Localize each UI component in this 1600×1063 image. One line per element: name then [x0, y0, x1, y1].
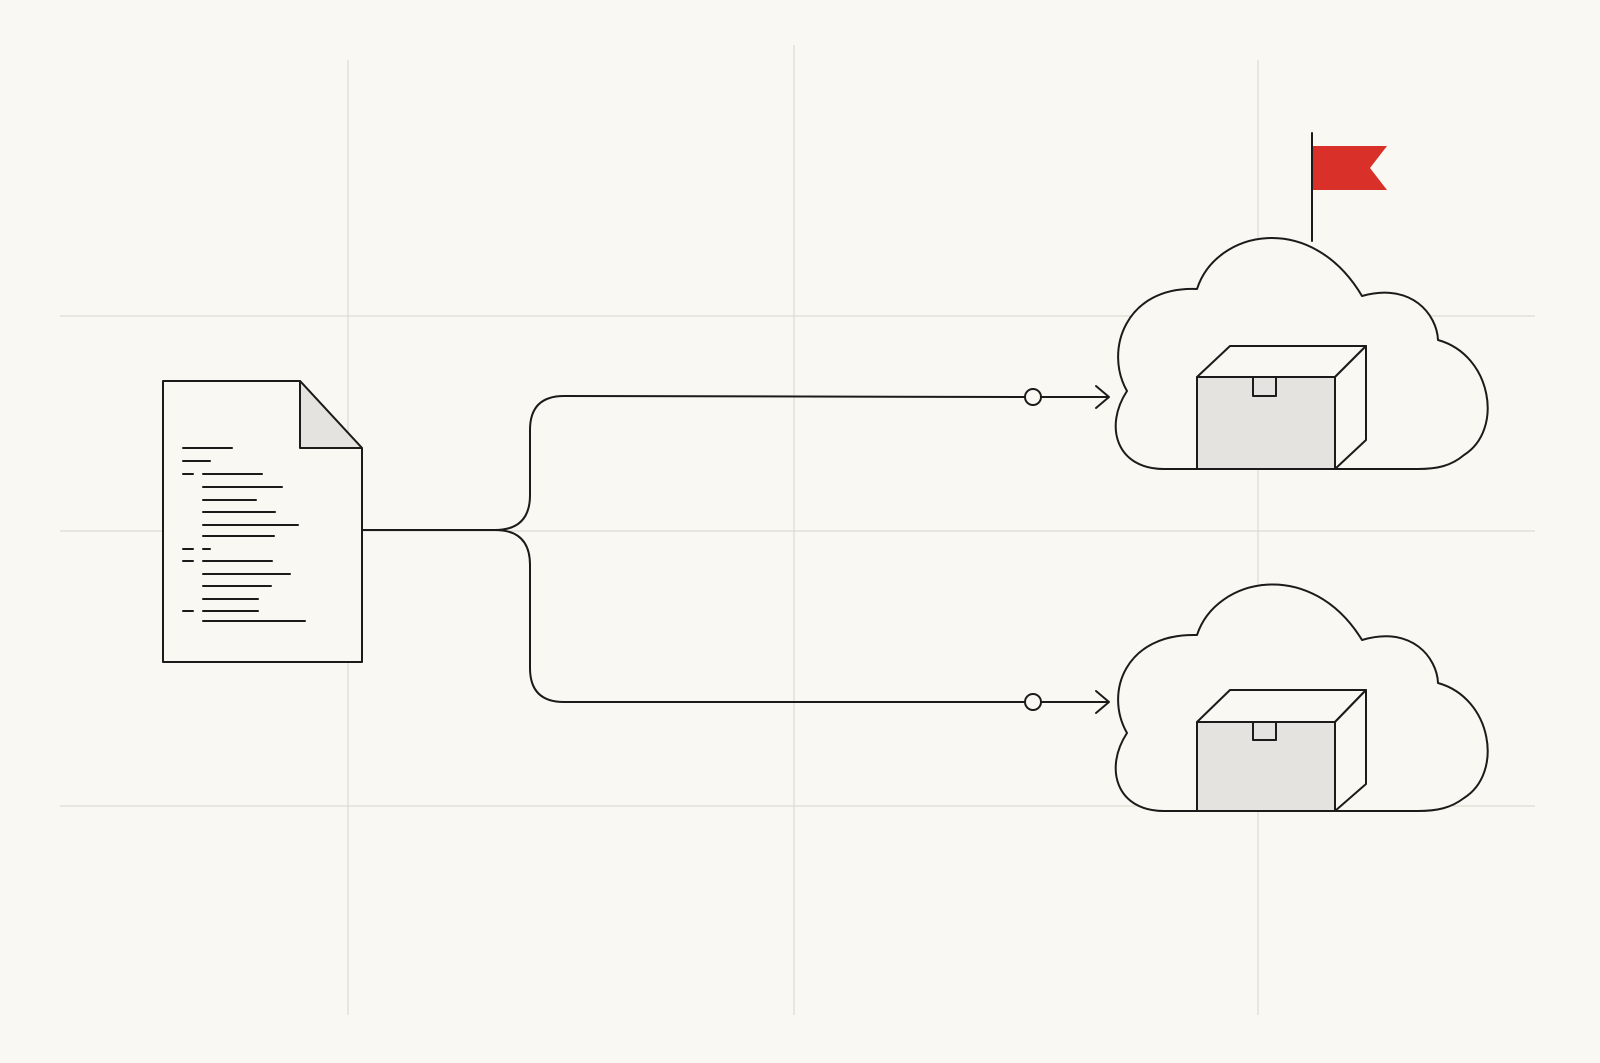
- upper-branch-line: [361, 395, 1025, 531]
- lower-branch-line: [494, 529, 1025, 703]
- box-label: [1252, 376, 1277, 397]
- red-flag-icon: [1313, 146, 1387, 190]
- upper-branch-node: [1024, 388, 1042, 406]
- lower-arrow-icon: [1040, 690, 1110, 714]
- cloud-target-2: [1114, 583, 1489, 812]
- package-box-icon: [1196, 345, 1367, 470]
- upper-arrow-icon: [1040, 385, 1110, 409]
- cloud-target-1: [1114, 132, 1489, 470]
- fork-connector: [361, 385, 1110, 714]
- box-front: [1196, 721, 1336, 812]
- lower-branch-node: [1024, 693, 1042, 711]
- package-box-icon: [1196, 689, 1367, 812]
- box-label: [1252, 721, 1277, 741]
- document-page: [162, 380, 363, 663]
- source-file-icon: [162, 380, 363, 663]
- document-fold: [299, 380, 363, 449]
- box-front: [1196, 376, 1336, 470]
- code-lines: [182, 447, 306, 622]
